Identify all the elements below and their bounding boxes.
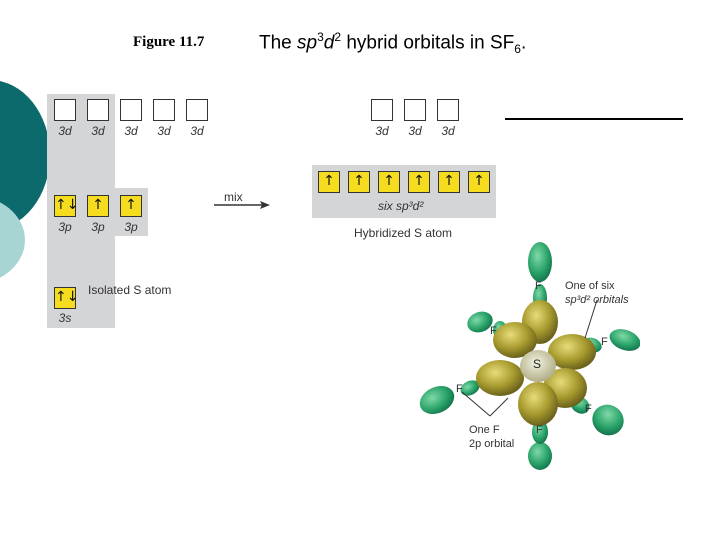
annotation-line-f2 [489,397,509,417]
hybrid-orbital-box-1: ↑ [318,171,340,193]
hybrid-orbital-box-5: ↑ [438,171,460,193]
teal-dark-circle [0,81,50,229]
f-lobe-left [419,385,455,415]
teal-light-circle [0,202,25,278]
figure-label: Figure 11.7 [133,34,205,50]
orbital-label: 3d [157,124,171,138]
hybrid-bg [312,165,496,218]
orbital-box-3p-3: ↑ [120,195,142,217]
orbital-box-hybrid-3d-2 [404,99,426,121]
f-lobe-lower-right [592,404,624,436]
orbital-box-3d-3 [120,99,142,121]
hybrid-orbital-box-2: ↑ [348,171,370,193]
six-hybrid-label: six sp³d² [378,199,424,213]
bond-lobe-bottom [532,420,548,444]
orbital-label: 3d [408,124,422,138]
orbital-label: 3p [124,220,138,234]
annotation-line-f1 [461,391,491,417]
f-label-right: F [601,336,608,348]
sf6-molecule-diagram [419,242,640,470]
isolated-caption: Isolated S atom [88,283,172,297]
orbital-label: 3d [190,124,204,138]
title-underline [505,118,683,120]
orbital-box-3d-1 [54,99,76,121]
hybrid-annotation-line1: One of six [565,280,615,292]
side-decoration [0,81,50,278]
f-label-lower-right: F [585,403,592,415]
orbital-label: 3p [91,220,105,234]
hybrid-orbital-box-4: ↑ [408,171,430,193]
orbital-box-3p-1: ↑↓ [54,195,78,217]
orbital-label: 3d [91,124,105,138]
f-label-upper-left: F [490,325,497,337]
orbital-box-3p-2: ↑ [87,195,109,217]
orbital-label: 3d [375,124,389,138]
page-title: The sp3d2 hybrid orbitals in SF6. [259,30,527,57]
f-label-top: F [535,280,542,292]
f-annotation-line2: 2p orbital [469,438,515,450]
hybrid-orbital-box-3: ↑ [378,171,400,193]
orbital-box-3d-4 [153,99,175,121]
orbital-box-3d-5 [186,99,208,121]
f-lobe-top [528,242,552,282]
orbital-box-3d-2 [87,99,109,121]
orbital-label: 3d [124,124,138,138]
orbital-box-hybrid-3d-1 [371,99,393,121]
f-label-bottom: F [536,424,543,436]
annotation-line-hybrid [584,299,598,339]
hybrid-lobe-bottom [518,382,558,426]
orbital-label: 3p [58,220,72,234]
f-lobe-bottom [528,442,552,470]
f-label-left: F [456,383,463,395]
hybridized-caption: Hybridized S atom [354,226,453,240]
hybrid-lobe-upper-left [493,322,537,358]
s-core [520,350,556,382]
hybrid-lobe-right [548,334,596,370]
hybrid-annotation-line2: sp³d² orbitals [565,294,629,306]
f-lobe-upper-left [467,311,493,333]
f-lobe-right [609,329,640,351]
orbital-box-hybrid-3d-3 [437,99,459,121]
orbital-label: 3d [58,124,72,138]
f-annotation-line1: One F [469,424,500,436]
orbital-label: 3s [58,311,72,325]
orbital-box-3s: ↑↓ [54,287,78,309]
bond-lobe-left [460,380,480,396]
mix-label: mix [224,190,243,204]
mix-arrow-icon [214,201,270,209]
orbital-label: 3d [441,124,455,138]
center-atom-label: S [533,357,542,371]
hybrid-lobe-left [476,360,524,396]
hybrid-orbital-box-6: ↑ [468,171,490,193]
